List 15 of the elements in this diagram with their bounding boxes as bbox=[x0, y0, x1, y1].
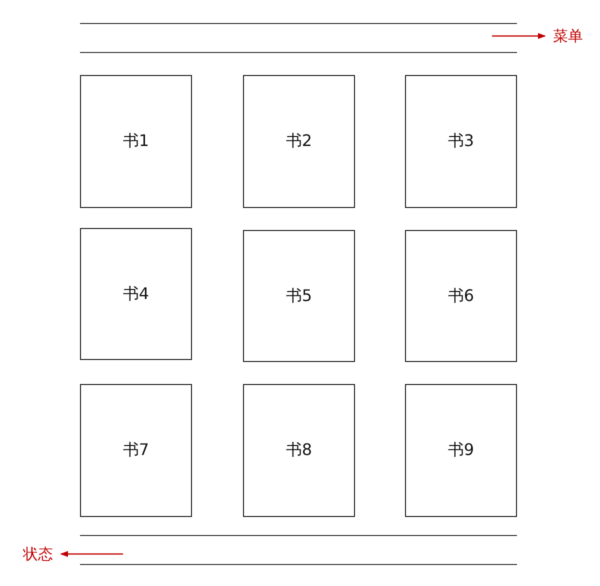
callout-label: 菜单 bbox=[548, 25, 588, 47]
book-card: 书6 bbox=[405, 230, 517, 362]
arrow bbox=[60, 551, 123, 557]
callout-label: 状态 bbox=[18, 543, 58, 565]
book-card: 书5 bbox=[243, 230, 355, 362]
book-card: 书1 bbox=[80, 75, 192, 208]
book-card: 书3 bbox=[405, 75, 517, 208]
book-card: 书8 bbox=[243, 384, 355, 517]
bar-outline bbox=[80, 535, 517, 565]
book-card: 书7 bbox=[80, 384, 192, 517]
book-card: 书9 bbox=[405, 384, 517, 517]
book-card: 书4 bbox=[80, 228, 192, 360]
arrow bbox=[492, 33, 546, 39]
bar-outline bbox=[80, 23, 517, 53]
book-card: 书2 bbox=[243, 75, 355, 208]
